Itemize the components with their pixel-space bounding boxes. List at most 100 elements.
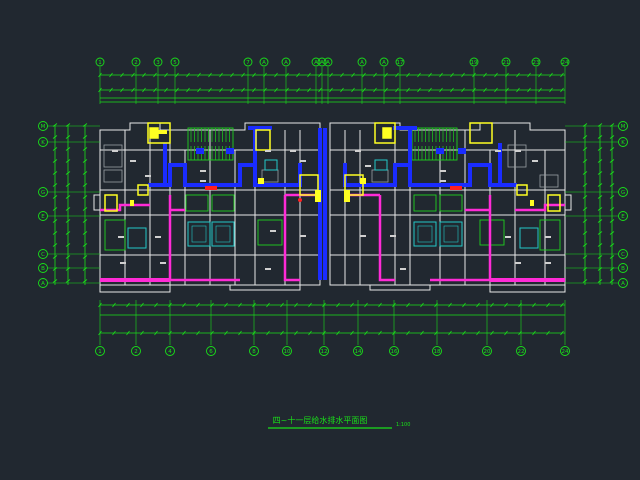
axis-bubble-top-A: A <box>357 57 367 67</box>
axis-bubble-top-A: A <box>281 57 291 67</box>
axis-bubble-top-23: 23 <box>531 57 541 67</box>
axis-bubble-bottom-14: 14 <box>353 346 363 356</box>
axis-bubble-top-A: A <box>323 57 333 67</box>
side-dimension-lines <box>54 125 613 285</box>
svg-text:A: A <box>621 281 625 287</box>
svg-text:C: C <box>621 252 625 258</box>
bottom-dimension-ticks <box>98 302 564 336</box>
bed-blocks <box>127 159 539 249</box>
drawing-title: 四~十一层给水排水平面图 <box>273 415 368 425</box>
red-markers <box>205 186 462 202</box>
svg-text:20: 20 <box>484 349 491 355</box>
svg-text:A: A <box>382 60 386 66</box>
axis-bubble-right-M: M <box>618 121 628 131</box>
svg-text:C: C <box>41 252 45 258</box>
svg-text:E: E <box>41 214 45 220</box>
axis-bubble-left-A: A <box>38 278 48 288</box>
axis-bubble-right-E: E <box>618 211 628 221</box>
svg-text:18: 18 <box>434 349 441 355</box>
sanitary-fixtures <box>104 122 561 212</box>
stair-hatch-lines <box>190 128 454 160</box>
axis-bubbles-right: M K G E C B A <box>565 121 628 288</box>
axis-bubble-top-A: A <box>317 57 327 67</box>
axis-bubble-right-G: G <box>618 187 628 197</box>
svg-text:14: 14 <box>355 349 362 355</box>
axis-bubble-top-A: A <box>311 57 321 67</box>
axis-bubble-bottom-1: 1 <box>95 346 105 356</box>
svg-text:24: 24 <box>562 60 569 66</box>
axis-bubble-top-A: A <box>259 57 269 67</box>
axis-bubble-left-G: G <box>38 187 48 197</box>
water-supply-risers <box>196 148 466 154</box>
svg-text:12: 12 <box>321 349 328 355</box>
drawing-scale: 1:100 <box>396 422 410 428</box>
svg-text:G: G <box>41 190 45 196</box>
svg-text:1: 1 <box>98 60 102 66</box>
svg-text:7: 7 <box>246 60 250 66</box>
svg-text:10: 10 <box>284 349 291 355</box>
axis-bubble-right-K: K <box>618 137 628 147</box>
axis-bubble-bottom-12: 12 <box>319 346 329 356</box>
svg-text:A: A <box>284 60 288 66</box>
svg-text:A: A <box>41 281 45 287</box>
room-label-marks <box>112 150 551 270</box>
svg-text:17: 17 <box>397 60 404 66</box>
axis-bubbles-left: MK G E C B A <box>38 121 100 288</box>
axis-bubble-bottom-6: 6 <box>206 346 216 356</box>
svg-text:19: 19 <box>471 60 478 66</box>
axis-bubble-bottom-4: 4 <box>165 346 175 356</box>
svg-text:8: 8 <box>252 349 256 355</box>
svg-text:A: A <box>314 60 318 66</box>
axis-bubble-top-3: 3 <box>153 57 163 67</box>
axis-bubble-right-C: C <box>618 249 628 259</box>
svg-text:3: 3 <box>156 60 160 66</box>
axis-bubble-top-17: 17 <box>395 57 405 67</box>
axis-bubble-left-K: K <box>38 137 48 147</box>
axis-bubble-top-2: 2 <box>131 57 141 67</box>
svg-text:K: K <box>621 140 625 146</box>
svg-text:23: 23 <box>533 60 540 66</box>
axis-bubble-bottom-10: 10 <box>282 346 292 356</box>
svg-text:5: 5 <box>173 60 177 66</box>
svg-text:21: 21 <box>503 60 510 66</box>
axis-bubble-left-B: B <box>38 263 48 273</box>
axis-bubble-top-5: 5 <box>170 57 180 67</box>
svg-text:6: 6 <box>209 349 213 355</box>
svg-text:A: A <box>326 60 330 66</box>
svg-text:A: A <box>360 60 364 66</box>
svg-text:E: E <box>621 214 625 220</box>
axis-bubble-top-19: 19 <box>469 57 479 67</box>
fixture-fills <box>130 130 534 206</box>
svg-text:A: A <box>320 60 324 66</box>
axis-bubble-right-A: A <box>618 278 628 288</box>
svg-text:2: 2 <box>134 60 138 66</box>
side-dimension-ticks <box>52 123 615 283</box>
axis-bubble-top-1: 1 <box>95 57 105 67</box>
axis-bubble-bottom-2: 2 <box>131 346 141 356</box>
axis-bubble-bottom-18: 18 <box>432 346 442 356</box>
svg-text:A: A <box>262 60 266 66</box>
svg-text:B: B <box>41 266 45 272</box>
axis-bubble-left-M: M <box>38 121 48 131</box>
axis-bubble-bottom-22: 22 <box>516 346 526 356</box>
svg-text:22: 22 <box>518 349 525 355</box>
svg-text:1: 1 <box>98 349 102 355</box>
axis-bubble-top-7: 7 <box>243 57 253 67</box>
axis-bubble-right-B: B <box>618 263 628 273</box>
svg-text:M: M <box>621 124 626 130</box>
axis-bubble-left-C: C <box>38 249 48 259</box>
top-dimension-ticks <box>98 72 564 93</box>
svg-text:B: B <box>621 266 625 272</box>
axis-bubble-top-24: 24 <box>560 57 570 67</box>
svg-text:16: 16 <box>391 349 398 355</box>
axis-bubble-top-21: 21 <box>501 57 511 67</box>
bed-inner <box>191 225 459 243</box>
axis-bubble-bottom-20: 20 <box>482 346 492 356</box>
axis-bubble-bottom-24: 24 <box>560 346 570 356</box>
svg-text:4: 4 <box>168 349 172 355</box>
axis-bubble-bottom-16: 16 <box>389 346 399 356</box>
